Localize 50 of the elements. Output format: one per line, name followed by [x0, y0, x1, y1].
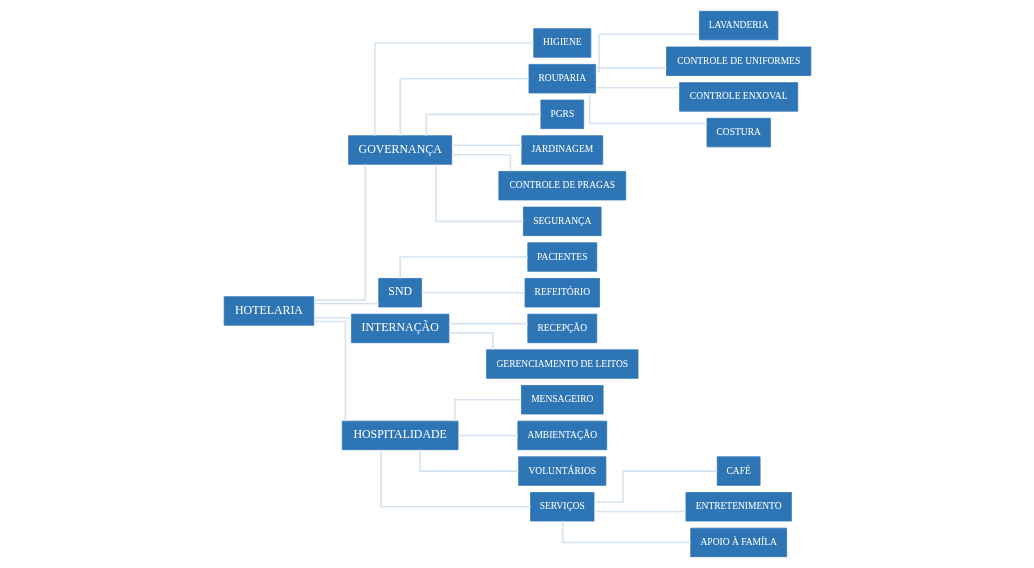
node-box: REFEITÓRIO: [524, 278, 600, 308]
node-box: RECEPÇÃO: [526, 313, 597, 344]
connector: [450, 144, 523, 147]
node-box: JARDINAGEM: [520, 135, 603, 165]
connector: [594, 87, 680, 89]
node-box: CONTROLE ENXOVAL: [678, 82, 798, 112]
node-box: PGRS: [540, 99, 584, 129]
connector: [561, 520, 691, 544]
node-box: VOLUNTÁRIOS: [517, 456, 606, 486]
connector: [447, 332, 494, 351]
connector: [592, 510, 687, 513]
connector: [418, 448, 519, 472]
node-box: GERENCIAMENTO DE LEITOS: [485, 349, 638, 379]
node-box: AMBIENTAÇÃO: [517, 420, 607, 451]
connector: [447, 322, 528, 325]
node-box: ENTRETENIMENTO: [685, 492, 792, 522]
node-box: SEGURANÇA: [522, 206, 602, 237]
connector: [453, 398, 522, 422]
connector: [434, 163, 524, 223]
node-box: CONTROLE DE PRAGAS: [497, 171, 626, 201]
connector: [373, 42, 534, 137]
node-box: SND: [377, 278, 422, 308]
connector: [425, 113, 542, 137]
node-box: ROUPARIA: [528, 64, 596, 94]
connector: [456, 434, 519, 437]
connector: [312, 163, 366, 301]
node-box: HIGIENE: [532, 28, 591, 58]
connector: [588, 92, 707, 125]
node-box: LAVANDERIA: [698, 10, 778, 41]
node-box: INTERNAÇÃO: [350, 313, 449, 344]
connector: [398, 256, 528, 280]
connector: [312, 320, 346, 422]
connector: [594, 67, 667, 69]
connector: [420, 291, 526, 294]
node-box: HOTELARIA: [223, 296, 314, 326]
node-box: APOIO À FAMÍLA: [689, 527, 787, 558]
node-box: CONTROLE DE UNIFORMES: [665, 46, 811, 76]
node-box: GOVERNANÇA: [347, 135, 452, 165]
connector: [312, 302, 379, 305]
node-box: COSTURA: [706, 117, 771, 148]
connector: [398, 77, 529, 137]
node-box: SERVIÇOS: [529, 492, 594, 522]
node-box: CAFÉ: [716, 456, 760, 486]
connector: [592, 470, 718, 503]
connector: [594, 33, 700, 73]
connector: [379, 449, 531, 508]
node-box: PACIENTES: [526, 242, 597, 272]
connector: [450, 154, 511, 173]
node-box: MENSAGEIRO: [520, 385, 603, 415]
node-box: HOSPITALIDADE: [341, 420, 458, 451]
